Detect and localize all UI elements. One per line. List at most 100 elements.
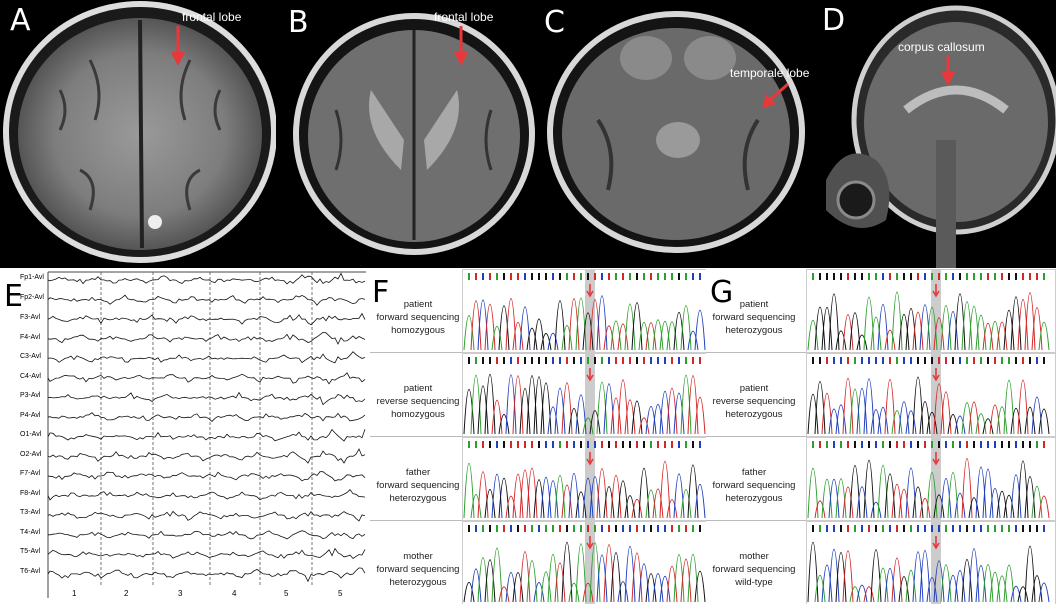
base-call-mark bbox=[545, 441, 547, 448]
chromatogram-peak bbox=[526, 467, 538, 519]
chromatogram-peak bbox=[484, 559, 496, 603]
base-call-mark bbox=[952, 273, 954, 280]
base-call-mark bbox=[615, 441, 617, 448]
base-call-mark bbox=[889, 273, 891, 280]
row-genotype: heterozygous bbox=[725, 493, 783, 504]
chromatogram-peak bbox=[821, 307, 833, 351]
base-call-mark bbox=[664, 525, 666, 532]
chromatogram-peak bbox=[568, 408, 580, 435]
chromatogram-peak bbox=[589, 299, 601, 351]
base-call-mark bbox=[826, 441, 828, 448]
eeg-channel-label: T5-Avl bbox=[20, 548, 41, 555]
base-call-mark bbox=[587, 357, 589, 364]
chromatogram-peak bbox=[968, 306, 980, 351]
base-call-mark bbox=[1043, 525, 1045, 532]
base-call-mark bbox=[608, 357, 610, 364]
eeg-traces bbox=[47, 271, 366, 598]
base-call-mark bbox=[552, 357, 554, 364]
chromatogram-peak bbox=[1017, 460, 1029, 519]
base-call-mark bbox=[910, 273, 912, 280]
row-subject: patient bbox=[403, 383, 433, 394]
chromatogram-peak bbox=[680, 559, 692, 603]
chromatogram-peak bbox=[617, 323, 629, 351]
eeg-channel-label: C4-Avl bbox=[20, 373, 41, 380]
chromatogram-peak bbox=[575, 297, 587, 351]
row-genotype: wild-type bbox=[735, 577, 773, 588]
base-call-mark bbox=[875, 525, 877, 532]
base-call-mark bbox=[812, 273, 814, 280]
base-call-mark bbox=[559, 441, 561, 448]
base-call-mark bbox=[966, 273, 968, 280]
chromatogram-peak bbox=[989, 321, 1001, 351]
chromatogram-peak bbox=[519, 306, 531, 351]
base-call-mark bbox=[812, 441, 814, 448]
row-genotype: heterozygous bbox=[389, 493, 447, 504]
chromatogram-peak bbox=[1017, 298, 1029, 351]
chromatogram-peak bbox=[828, 549, 840, 603]
chromatogram-peak bbox=[652, 573, 664, 603]
base-call-mark bbox=[678, 525, 680, 532]
chromatogram-peak bbox=[1031, 485, 1043, 519]
base-call-mark bbox=[636, 441, 638, 448]
base-call-mark bbox=[847, 525, 849, 532]
chromatogram-peak bbox=[694, 397, 706, 435]
base-call-mark bbox=[503, 357, 505, 364]
base-call-mark bbox=[917, 357, 919, 364]
base-call-mark bbox=[608, 525, 610, 532]
chromatogram-peak bbox=[877, 407, 889, 435]
base-call-mark bbox=[868, 273, 870, 280]
chromatogram-peak bbox=[863, 586, 875, 603]
chromatogram-peak bbox=[870, 409, 882, 435]
chromatogram-peak bbox=[933, 317, 945, 351]
row-genotype: homozygous bbox=[391, 325, 445, 336]
base-call-mark bbox=[489, 525, 491, 532]
chromatogram-peak bbox=[1010, 474, 1022, 519]
base-call-mark bbox=[840, 525, 842, 532]
base-call-mark bbox=[538, 357, 540, 364]
chromatogram-peak bbox=[947, 575, 959, 603]
panel-label-c: C bbox=[544, 5, 565, 40]
base-call-mark bbox=[973, 525, 975, 532]
chromatogram-peak bbox=[961, 559, 973, 603]
chromatogram-peak bbox=[947, 471, 959, 519]
row-subject: mother bbox=[403, 551, 433, 562]
base-call-mark bbox=[524, 273, 526, 280]
base-call-mark bbox=[692, 525, 694, 532]
base-call-mark bbox=[980, 357, 982, 364]
base-call-mark bbox=[882, 525, 884, 532]
sequencing-row: patient reverse sequencing homozygous bbox=[370, 352, 706, 437]
base-call-mark bbox=[952, 357, 954, 364]
chromatogram-peak bbox=[540, 333, 552, 351]
base-call-mark bbox=[692, 441, 694, 448]
chromatogram-peak bbox=[870, 501, 882, 519]
chromatogram-peak bbox=[975, 565, 987, 603]
base-call-mark bbox=[896, 273, 898, 280]
chromatogram-peak bbox=[610, 320, 622, 351]
base-call-mark bbox=[482, 273, 484, 280]
chromatogram-peak bbox=[1003, 564, 1015, 603]
base-call-mark bbox=[517, 525, 519, 532]
chromatogram-peak bbox=[821, 393, 833, 435]
base-call-mark bbox=[489, 357, 491, 364]
base-call-mark bbox=[952, 441, 954, 448]
chromatogram-peak bbox=[568, 298, 580, 351]
chromatogram-peak bbox=[526, 560, 538, 603]
chromatogram-peak bbox=[631, 498, 643, 519]
chromatogram-peak bbox=[596, 295, 608, 351]
base-call-mark bbox=[812, 357, 814, 364]
chromatogram-peak bbox=[849, 464, 861, 519]
panel-label-g: G bbox=[710, 275, 734, 310]
chromatogram-peak bbox=[498, 586, 510, 603]
eeg-channel-label: T3-Avl bbox=[20, 509, 41, 516]
base-call-mark bbox=[671, 525, 673, 532]
base-call-mark bbox=[622, 525, 624, 532]
chromatogram-peak bbox=[624, 495, 636, 519]
variant-highlight bbox=[931, 354, 941, 436]
sequencing-row: mother forward sequencing wild-type bbox=[706, 520, 1056, 604]
chromatogram-peak bbox=[919, 304, 931, 351]
base-call-mark bbox=[1022, 357, 1024, 364]
chromatogram-peak bbox=[617, 379, 629, 435]
chromatogram bbox=[806, 437, 1056, 521]
base-call-mark bbox=[959, 441, 961, 448]
mri-axial-image-c bbox=[547, 11, 805, 253]
